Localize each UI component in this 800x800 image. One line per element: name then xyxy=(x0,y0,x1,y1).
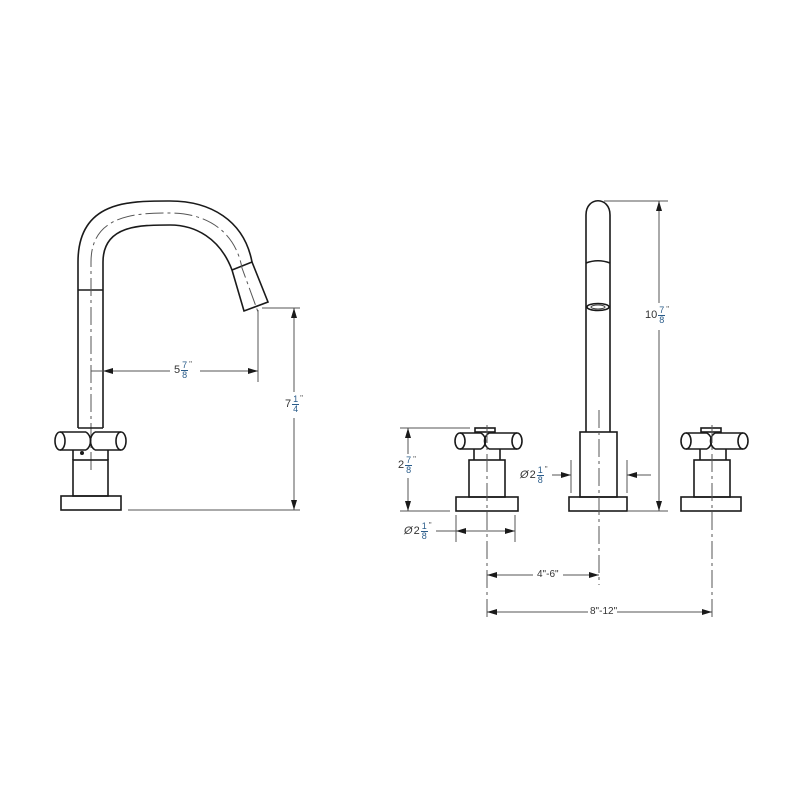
front-spout xyxy=(568,199,628,585)
dim-outlet-height xyxy=(128,307,300,511)
inch-mark: " xyxy=(189,360,192,369)
front-left-handle xyxy=(454,425,523,618)
dim-spout-base-diameter xyxy=(552,460,651,493)
denominator: 8 xyxy=(182,370,188,380)
inch-mark: " xyxy=(666,305,670,314)
numerator: 7 xyxy=(658,305,666,316)
whole-number: 10 xyxy=(645,309,658,321)
denominator: 8 xyxy=(659,315,665,325)
label-spread-8-12: 8"-12" xyxy=(590,606,618,617)
denominator: 8 xyxy=(421,531,427,541)
side-view xyxy=(54,200,300,511)
numerator: 1 xyxy=(536,465,544,476)
label-spread-4-6: 4"-6" xyxy=(537,569,559,580)
side-cross-handle xyxy=(54,427,127,511)
numerator: 1 xyxy=(292,394,300,405)
dim-spread-8-12 xyxy=(487,609,712,615)
numerator: 7 xyxy=(181,360,189,371)
dim-spout-reach xyxy=(91,310,259,382)
denominator: 4 xyxy=(293,404,299,414)
denominator: 8 xyxy=(406,465,412,475)
denominator: 8 xyxy=(537,475,543,485)
dim-spread-4-6 xyxy=(487,572,599,578)
diameter-icon: Ø xyxy=(404,525,413,537)
whole-number: 2 xyxy=(413,525,420,537)
inch-mark: " xyxy=(413,455,416,464)
dim-overall-height xyxy=(604,200,668,512)
whole-number: 2 xyxy=(529,469,536,481)
whole-number: 2 xyxy=(398,459,405,471)
diameter-icon: Ø xyxy=(520,469,529,481)
dim-handle-base-diameter xyxy=(436,515,516,542)
gooseneck-spout xyxy=(77,200,270,470)
front-view xyxy=(400,199,749,620)
inch-mark: " xyxy=(300,394,303,403)
whole-number: 7 xyxy=(285,398,292,410)
whole-number: 5 xyxy=(174,364,181,376)
front-right-handle xyxy=(680,425,749,620)
numerator: 1 xyxy=(420,521,428,532)
inch-mark: " xyxy=(428,521,432,530)
inch-mark: " xyxy=(544,465,548,474)
dim-handle-height xyxy=(400,427,470,512)
numerator: 7 xyxy=(405,455,413,466)
